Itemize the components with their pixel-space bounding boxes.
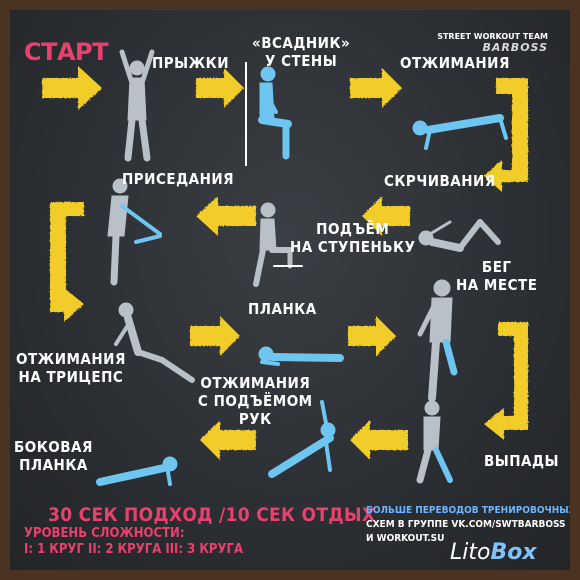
exercise-label-line: ПОДЪЁМ (316, 220, 390, 238)
level-values: I: 1 КРУГ II: 2 КРУГА III: 3 КРУГА (24, 542, 243, 557)
promo-link[interactable]: VK.COM/SWTBARBOSS (451, 519, 566, 530)
arrow-right-icon (348, 316, 396, 356)
exercise-label-line: ПЛАНКА (19, 456, 88, 474)
exercise-label-line: «ВСАДНИК» (252, 34, 351, 52)
level-title: УРОВЕНЬ СЛОЖНОСТИ: (24, 526, 185, 541)
arrow-left-icon (200, 420, 256, 460)
exercise-label-line: БОКОВАЯ (14, 438, 93, 456)
brand-part: Lito (450, 540, 491, 565)
exercise-label-line: НА МЕСТЕ (456, 276, 538, 294)
figure-pushup-arm-raise-icon (268, 400, 336, 478)
brand-logo: LitoBox (450, 540, 537, 565)
exercise-label-line: ОТЖИМАНИЯ (200, 374, 311, 392)
exercise-label-line: РУК (238, 410, 272, 428)
arrow-right-icon (190, 316, 240, 356)
team-name-line1: STREET WORKOUT TEAM (437, 32, 548, 41)
exercise-label-line: БЕГ (481, 258, 512, 276)
exercise-label-triceps-dips: ОТЖИМАНИЯ НА ТРИЦЕПС (16, 350, 126, 386)
exercise-label-jumps: ПРЫЖКИ (152, 54, 230, 72)
figure-pushup-icon (412, 114, 508, 150)
promo-line: БОЛЬШЕ ПЕРЕВОДОВ ТРЕНИРОВОЧНЫХ (366, 505, 576, 516)
figure-triceps-dips-icon (114, 302, 195, 383)
exercise-label-line: НА ТРИЦЕПС (18, 368, 124, 386)
start-label: СТАРТ (24, 38, 109, 66)
exercise-label-squats: ПРИСЕДАНИЯ (122, 170, 235, 188)
promo-line: И WORKOUT.SU (366, 533, 445, 544)
figure-jumping-icon (119, 49, 155, 162)
exercise-label-crunches: СКРЧИВАНИЯ (384, 172, 496, 190)
figure-step-up-icon (253, 202, 303, 287)
exercise-label-step-up: ПОДЪЁМ НА СТУПЕНЬКУ (290, 220, 415, 256)
exercise-label-line: НА СТУПЕНЬКУ (290, 238, 416, 256)
exercise-label-running: БЕГ НА МЕСТЕ (456, 258, 537, 294)
arrow-turn-icon (484, 78, 528, 192)
exercise-label-lunges: ВЫПАДЫ (484, 452, 560, 470)
arrow-left-icon (362, 196, 410, 236)
arrow-right-icon (350, 68, 402, 108)
figure-squats-icon (107, 178, 162, 286)
figure-crunches-icon (418, 219, 501, 252)
exercise-label-line: ОТЖИМАНИЯ (16, 350, 126, 368)
timing-text: 30 СЕК ПОДХОД /10 СЕК ОТДЫХ (48, 504, 376, 526)
figure-side-plank-icon (96, 456, 178, 486)
exercise-label-plank: ПЛАНКА (248, 300, 317, 318)
flow-arrows (42, 49, 528, 486)
figure-wall-sit-icon (258, 66, 292, 160)
figure-lunges-icon (416, 400, 453, 484)
team-name-line2: BARBOSS (482, 41, 548, 54)
figure-running-icon (417, 279, 458, 402)
arrow-turn-icon (484, 322, 528, 440)
exercise-label-pushup-arm-raise: ОТЖИМАНИЯ С ПОДЪЁМОМ РУК (198, 374, 313, 428)
promo-line: СХЕМ В ГРУППЕ (366, 519, 452, 530)
brand-part: Box (490, 540, 537, 565)
exercise-label-pushups: ОТЖИМАНИЯ (400, 54, 510, 72)
arrow-left-icon (350, 420, 408, 460)
team-logo: STREET WORKOUT TEAM BARBOSS (437, 32, 548, 54)
exercise-label-wall-sit: «ВСАДНИК» У СТЕНЫ (252, 34, 350, 70)
exercise-label-side-plank: БОКОВАЯ ПЛАНКА (14, 438, 93, 474)
arrow-turn-icon (50, 202, 84, 322)
figure-plank-icon (258, 346, 344, 366)
arrow-right-icon (196, 68, 244, 108)
promo-text: БОЛЬШЕ ПЕРЕВОДОВ ТРЕНИРОВОЧНЫХ СХЕМ В ГР… (366, 504, 576, 546)
arrow-right-icon (42, 66, 102, 110)
exercise-label-line: С ПОДЪЁМОМ (198, 392, 313, 410)
exercise-label-line: У СТЕНЫ (264, 52, 338, 70)
arrow-left-icon (196, 196, 256, 236)
